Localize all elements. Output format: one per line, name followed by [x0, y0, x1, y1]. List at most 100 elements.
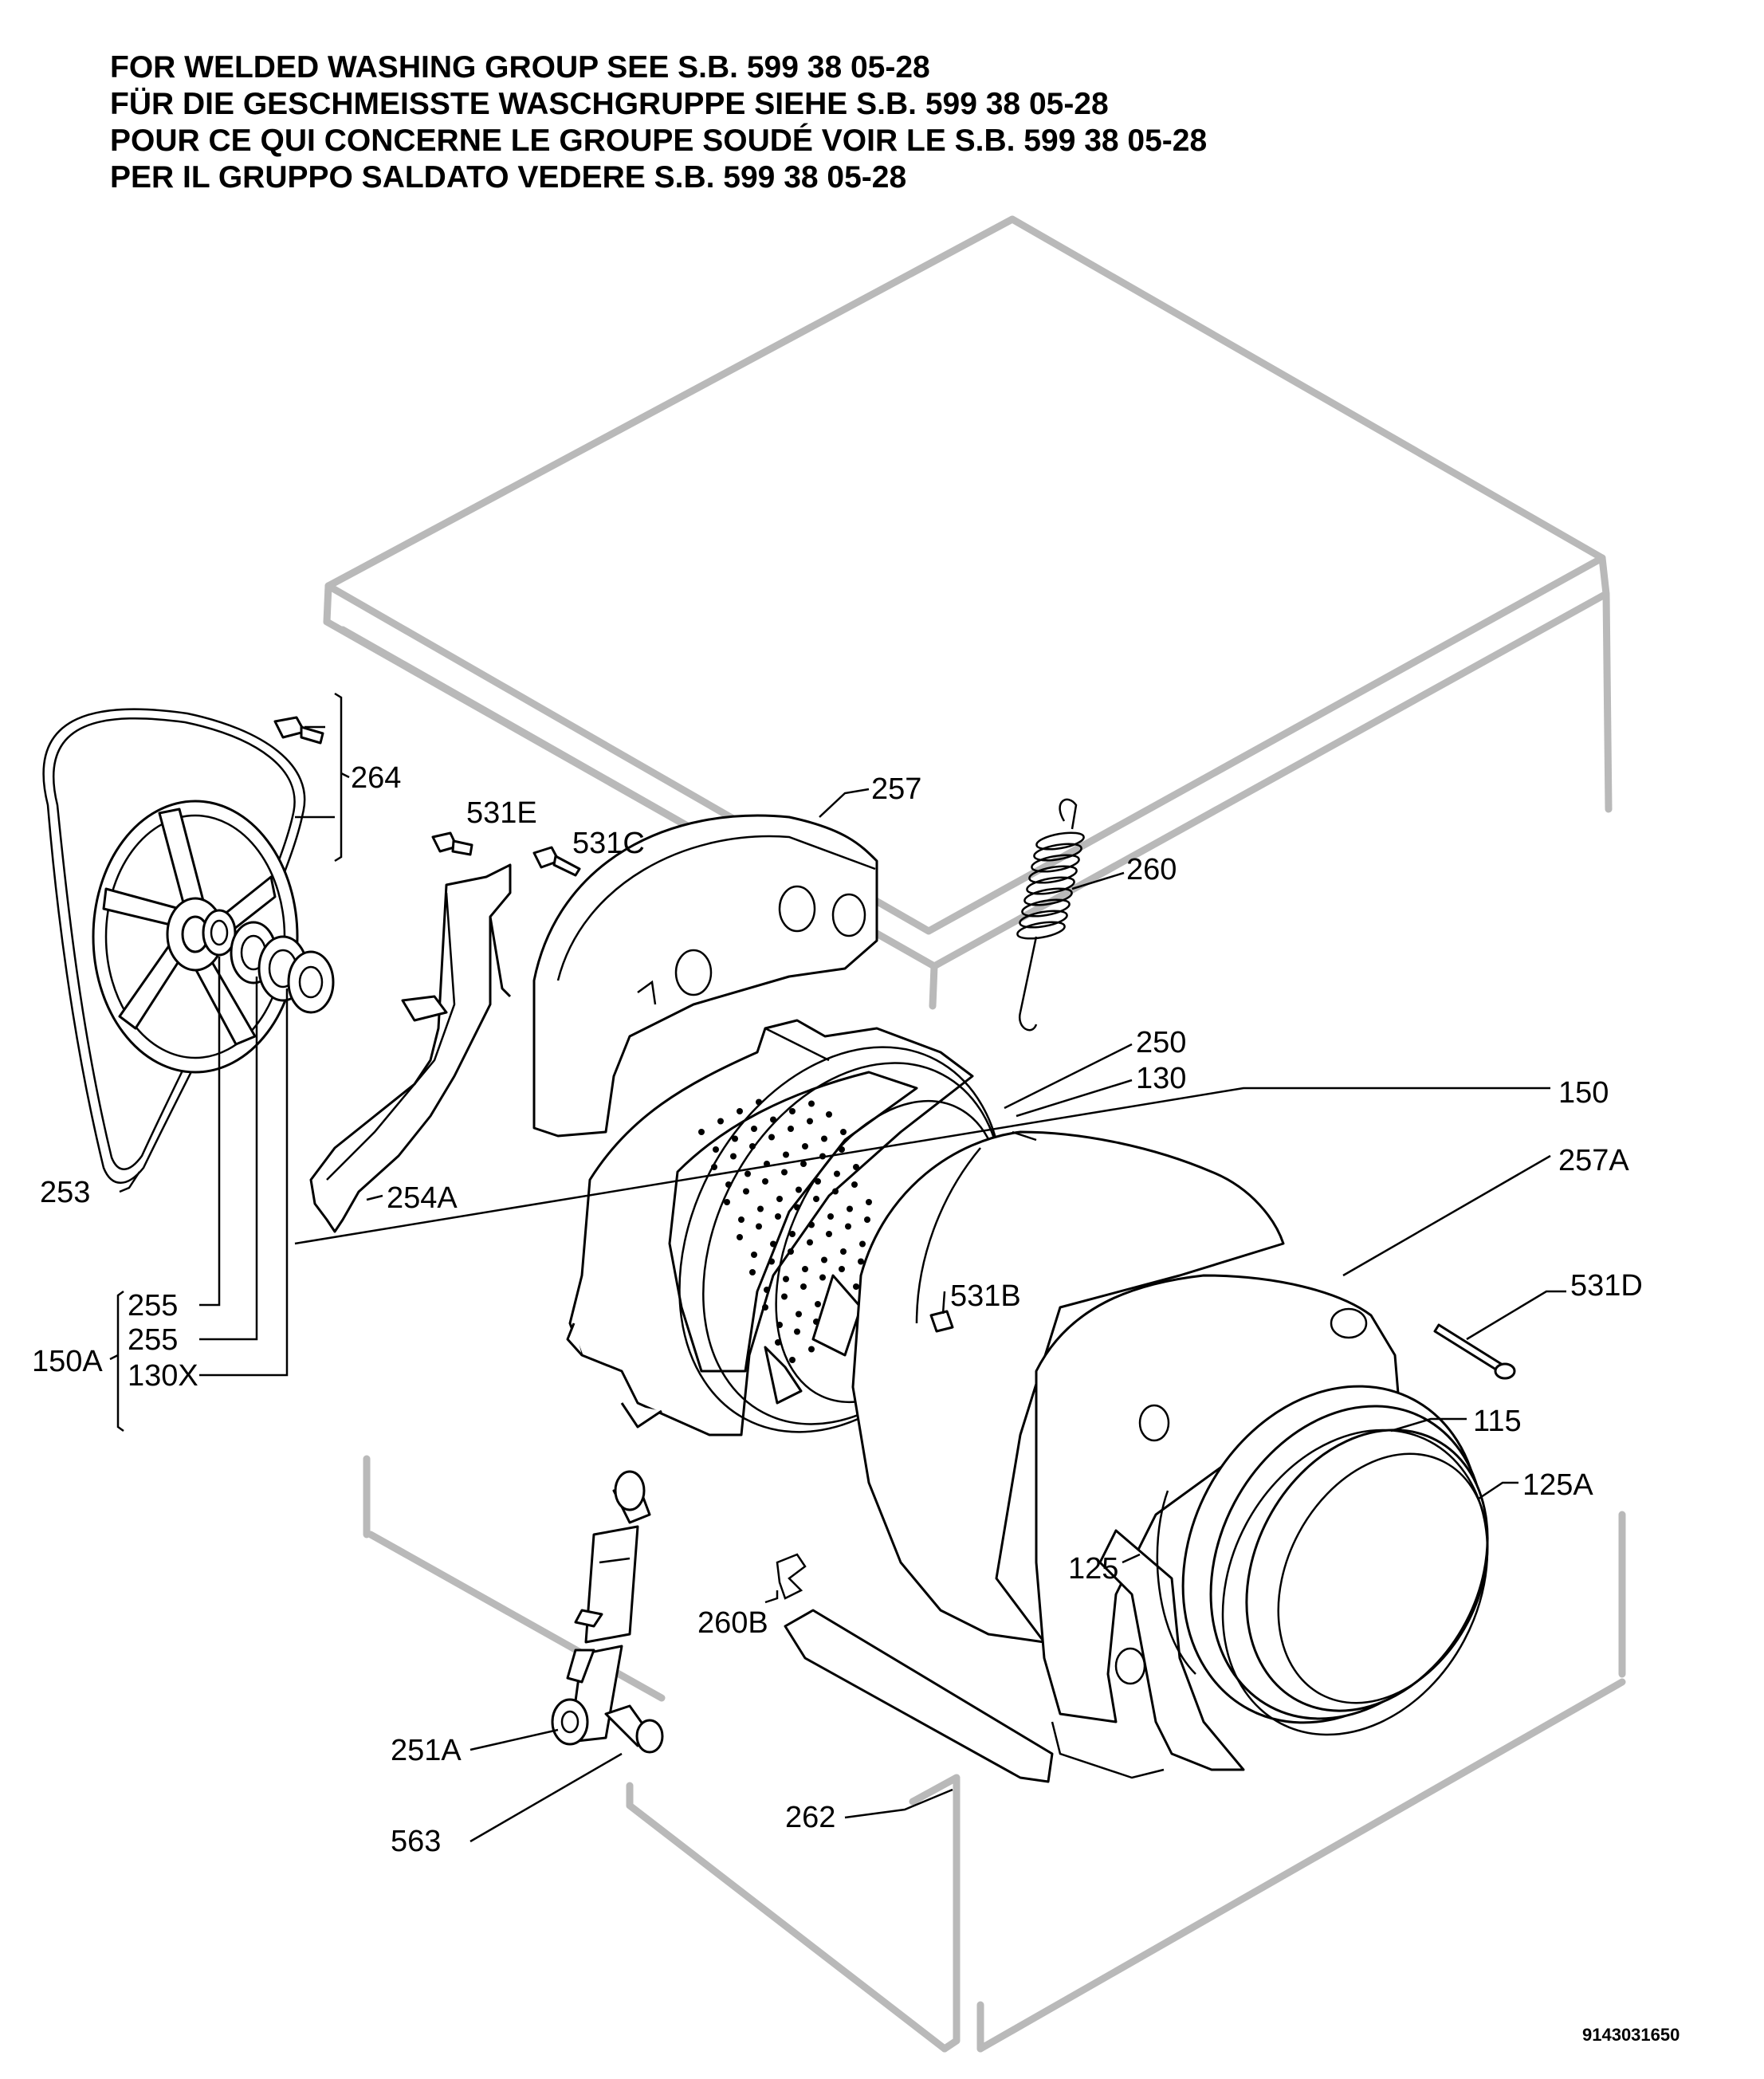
perforation-dot: [808, 1100, 815, 1107]
perforation-dot: [737, 1108, 743, 1114]
label-125A: 125A: [1522, 1468, 1593, 1502]
label-150A: 150A: [32, 1345, 103, 1378]
perforation-dot: [864, 1216, 870, 1223]
spring-coil: [1028, 865, 1078, 884]
perforation-dot: [808, 1221, 815, 1228]
spring-coil: [1033, 843, 1082, 862]
perforation-dot: [762, 1178, 768, 1185]
label-253: 253: [40, 1176, 90, 1209]
label-255-first: 255: [128, 1289, 178, 1322]
bolt-563: [604, 1704, 664, 1754]
perforation-dot: [751, 1126, 757, 1132]
perforation-dot: [737, 1234, 743, 1240]
perforation-dot: [775, 1213, 781, 1220]
perforation-dot: [770, 1240, 776, 1248]
label-130: 130: [1136, 1062, 1186, 1095]
spring-260: [1016, 798, 1085, 1032]
label-531C: 531C: [572, 827, 645, 860]
perforation-dot: [851, 1181, 858, 1188]
label-531B: 531B: [950, 1279, 1021, 1313]
damper-251A: [551, 1470, 651, 1746]
header-line-fr: POUR CE QUI CONCERNE LE GROUPE SOUDÉ VOI…: [110, 124, 1208, 158]
clamp-ring-125A: [1221, 1429, 1489, 1736]
tub-half-257: [532, 814, 878, 1138]
perforation-dot: [776, 1196, 783, 1202]
perforation-dot: [724, 1199, 730, 1205]
perforation-dot: [762, 1304, 768, 1311]
perforation-dot: [821, 1135, 827, 1142]
door-seal-115: [1181, 1385, 1489, 1724]
perforation-dot: [756, 1223, 762, 1230]
label-257: 257: [871, 772, 921, 806]
label-250: 250: [1136, 1026, 1186, 1059]
perforation-dot: [783, 1275, 789, 1283]
perforation-dot: [757, 1205, 764, 1212]
clamp-ring-125: [1156, 1490, 1196, 1675]
document-code: 9143031650: [1582, 2025, 1680, 2045]
perforation-dot: [808, 1346, 815, 1353]
label-260: 260: [1126, 853, 1177, 886]
spring-coil: [1026, 876, 1075, 895]
label-254A: 254A: [387, 1181, 458, 1215]
perforation-dot: [807, 1239, 813, 1246]
label-125: 125: [1068, 1552, 1118, 1586]
perforation-dot: [819, 1274, 826, 1281]
label-115: 115: [1473, 1405, 1522, 1438]
perforation-dot: [832, 1188, 839, 1195]
perforation-dot: [744, 1170, 751, 1177]
perforation-dot: [789, 1357, 796, 1363]
perforation-dot: [826, 1111, 832, 1118]
perforation-dot: [794, 1328, 800, 1335]
perforation-dot: [815, 1301, 821, 1307]
screw-531B: [929, 1310, 954, 1333]
small-screws: [273, 716, 581, 877]
perforation-dot: [698, 1129, 705, 1135]
label-531D: 531D: [1570, 1269, 1643, 1303]
perforation-dot: [743, 1188, 749, 1195]
perforation-dot: [717, 1118, 724, 1125]
perforation-dot: [839, 1266, 845, 1272]
perforation-dot: [789, 1108, 796, 1114]
perforation-dot: [781, 1293, 788, 1300]
label-262: 262: [785, 1801, 835, 1834]
perforation-dot: [821, 1256, 827, 1264]
label-260B: 260B: [697, 1606, 768, 1640]
pulley-264: [92, 800, 299, 1074]
perforation-dot: [751, 1252, 757, 1258]
leader-lines: [109, 692, 1566, 1843]
perforation-dot: [807, 1118, 813, 1125]
perforation-dot: [732, 1135, 738, 1142]
perforation-dot: [858, 1258, 864, 1265]
spring-coil: [1021, 898, 1071, 918]
spring-coil: [1035, 831, 1085, 851]
perforation-dot: [853, 1283, 859, 1290]
clip-260B: [776, 1553, 807, 1600]
perforation-dot: [813, 1196, 819, 1202]
perforation-dot: [796, 1186, 802, 1193]
tub-front-150: [851, 1130, 1285, 1644]
header-line-it: PER IL GRUPPO SALDATO VEDERE S.B. 599 38…: [110, 160, 907, 195]
perforation-dot: [866, 1199, 872, 1205]
spring-coil: [1019, 910, 1068, 929]
perforation-dot: [859, 1240, 866, 1248]
screw-531D: [1433, 1323, 1516, 1380]
perforation-dot: [815, 1178, 821, 1185]
label-251A: 251A: [391, 1734, 462, 1767]
perforation-dot: [853, 1164, 859, 1170]
perforation-dot: [788, 1248, 794, 1255]
perforation-dot: [802, 1143, 808, 1150]
tub-front-ring-257A: [1035, 1274, 1401, 1779]
perforation-dot: [783, 1151, 789, 1158]
perforation-dot: [800, 1161, 807, 1167]
perforation-dot: [749, 1269, 756, 1275]
spring-coil: [1016, 921, 1066, 940]
perforation-dot: [789, 1231, 796, 1237]
tub-rear-shell: [566, 1019, 974, 1436]
perforation-dot: [840, 1129, 847, 1135]
spring-coil: [1023, 887, 1073, 906]
cabinet-outline: [323, 215, 1626, 2053]
perforation-dot: [768, 1258, 775, 1265]
perforation-dot: [845, 1223, 851, 1230]
perforation-dot: [713, 1146, 719, 1153]
